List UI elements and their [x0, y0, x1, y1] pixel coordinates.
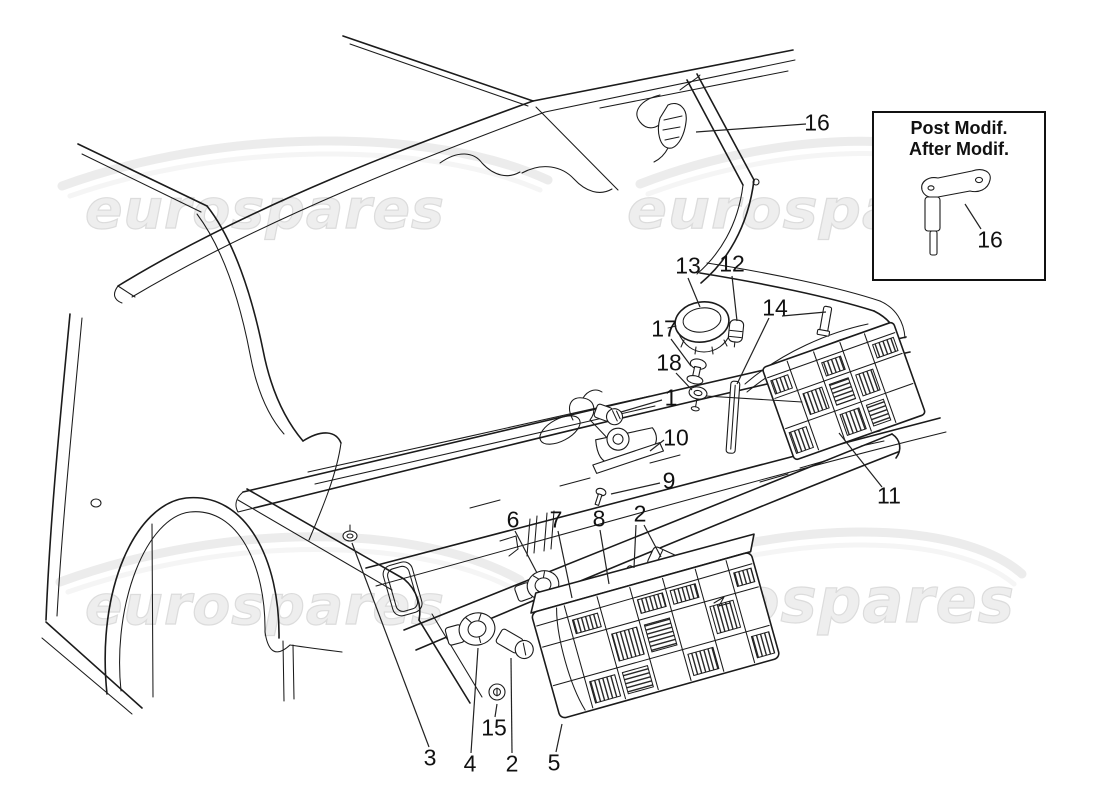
inset-title-line1: Post Modif. [911, 118, 1008, 138]
roof-and-pillar [77, 143, 342, 541]
bulb-1 [593, 403, 624, 426]
plate-light-assembly [539, 389, 665, 506]
leader-line [781, 311, 827, 317]
quarter-corner [237, 488, 483, 704]
car-line-art: Post Modif. After Modif. [41, 35, 1046, 719]
tail-light-installed-11 [762, 321, 926, 461]
leader-line [470, 647, 479, 754]
leader-line [695, 123, 807, 133]
clip-mark [713, 596, 731, 607]
leader-line [610, 482, 661, 495]
leader-line [351, 542, 430, 748]
leader-lines [351, 123, 982, 754]
leader-line [687, 277, 701, 308]
cap-13 [667, 301, 731, 355]
hinge-spring-16 [636, 74, 701, 163]
leader-line [649, 439, 665, 452]
quarter-panel-left [41, 313, 343, 715]
bracket-part-16 [921, 169, 991, 256]
leader-line [494, 703, 498, 718]
leader-line [514, 530, 538, 574]
gasket-strip-14a [725, 380, 741, 454]
nut-18 [688, 386, 708, 412]
leader-line [736, 317, 770, 385]
leader-line [675, 372, 693, 391]
leader-line [643, 524, 662, 558]
leader-line [510, 657, 513, 754]
plate-light-10 [592, 427, 665, 474]
leader-line [670, 338, 692, 367]
screw-9 [594, 487, 607, 506]
inset-title-line2: After Modif. [909, 139, 1009, 159]
bulb-12 [727, 319, 745, 348]
bulb-socket-4 [444, 612, 496, 646]
boot-lid [113, 35, 796, 304]
watermark-text: eurospares [85, 178, 445, 241]
inset-box: Post Modif. After Modif. [872, 111, 1046, 281]
leader-line [557, 530, 573, 599]
leader-line [620, 399, 663, 413]
tail-light-exploded-5 [530, 533, 780, 719]
bolt-17 [686, 358, 707, 385]
leader-line [964, 203, 982, 230]
leader-line [633, 524, 637, 569]
bulb-2-lower [495, 628, 534, 660]
boot-hinge-arms [686, 73, 760, 284]
leader-line [555, 723, 563, 753]
gasket-strip-14b [816, 305, 833, 337]
leader-line [838, 432, 883, 488]
nut-15 [488, 683, 506, 701]
leader-line [731, 275, 738, 322]
leader-line [599, 529, 610, 585]
